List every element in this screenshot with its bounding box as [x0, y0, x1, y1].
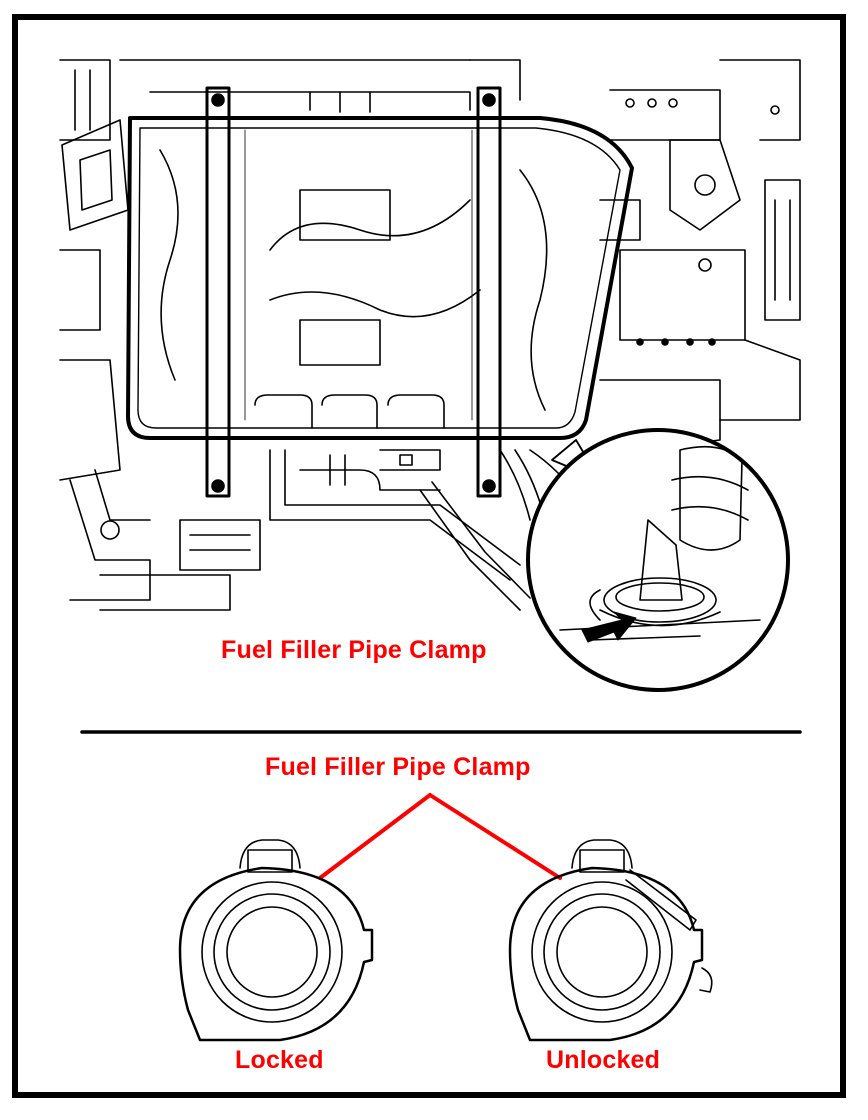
lower-pipes	[269, 449, 581, 611]
clamp-locked	[178, 839, 374, 1042]
unlocked-label: Unlocked	[546, 1046, 661, 1074]
tank-strap-right	[476, 86, 502, 498]
tank-strap-left	[205, 86, 231, 498]
fuel-filler-pipe-clamp-label-top: Fuel Filler Pipe Clamp	[221, 636, 487, 664]
clamp-arrow-icon	[581, 611, 637, 643]
surrounding-components-left	[59, 59, 261, 611]
upper-pipes	[119, 59, 521, 113]
clamp-leader-lines	[318, 793, 562, 880]
surrounding-components-right	[599, 59, 801, 451]
clamp-unlocked	[508, 839, 713, 1042]
locked-label: Locked	[235, 1046, 324, 1074]
fuel-tank	[126, 116, 634, 440]
fuel-filler-pipe-clamp-label-bottom: Fuel Filler Pipe Clamp	[265, 753, 531, 781]
detail-inset	[526, 428, 790, 692]
